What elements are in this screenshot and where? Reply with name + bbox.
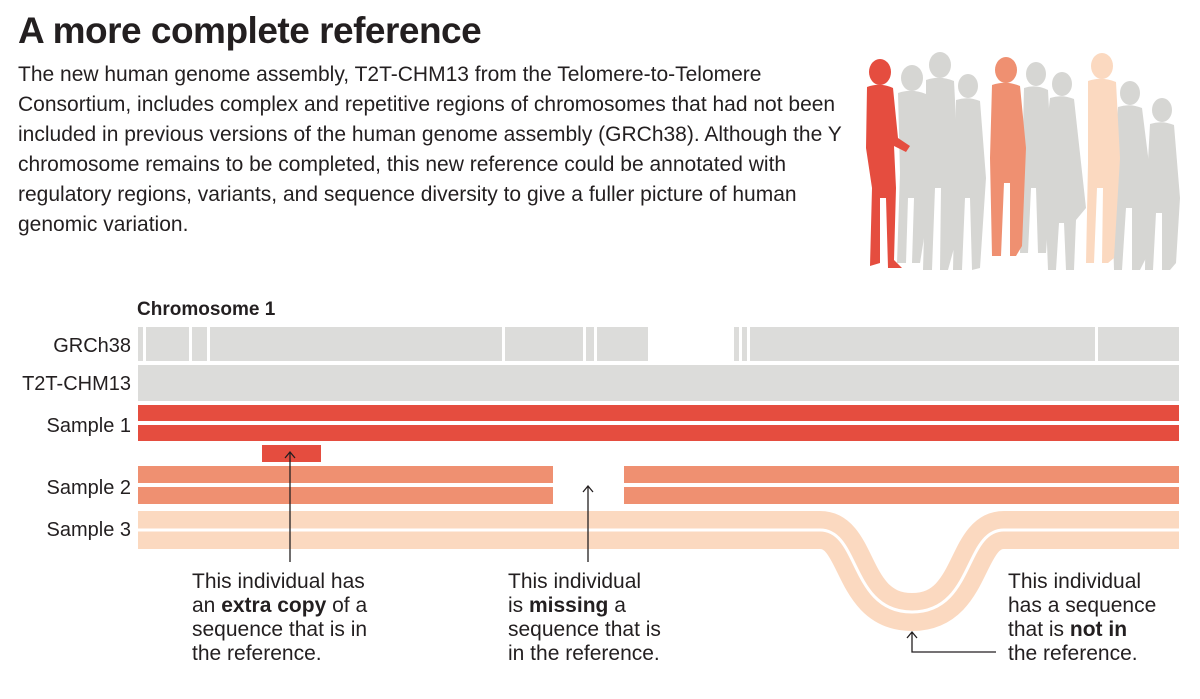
person-silhouette <box>1112 81 1152 270</box>
sample2-strand <box>138 487 553 504</box>
grch38-gap <box>189 327 192 361</box>
sample3-strand-divider <box>138 528 1179 614</box>
page-title: A more complete reference <box>18 10 482 51</box>
sample2-strand <box>624 466 1179 483</box>
grch38-gap <box>502 327 505 361</box>
missing-pointer <box>582 484 594 562</box>
grch38-bar <box>138 327 1179 361</box>
not-in-pointer <box>906 630 996 653</box>
sample1-strand <box>138 405 1179 421</box>
extra-copy-annotation: This individual has an extra copy of a s… <box>192 570 368 665</box>
row-label-sample1: Sample 1 <box>47 415 132 437</box>
person-silhouette <box>1145 98 1180 270</box>
sample2-strand <box>624 487 1179 504</box>
grch38-gap <box>747 327 750 361</box>
row-label-sample3: Sample 3 <box>47 519 132 541</box>
person-silhouette <box>1086 53 1120 264</box>
grch38-gap <box>594 327 597 361</box>
person-silhouette <box>923 52 958 271</box>
person-silhouette <box>866 59 910 269</box>
row-label-t2t: T2T-CHM13 <box>22 373 131 395</box>
sample2-strand <box>138 466 553 483</box>
intro-paragraph: The new human genome assembly, T2T-CHM13… <box>18 63 842 236</box>
background-figures <box>897 52 1180 271</box>
not-in-annotation: This individual has a sequence that is n… <box>1008 570 1157 665</box>
person-silhouette <box>953 74 986 270</box>
grch38-gap <box>207 327 210 361</box>
missing-annotation: This individual is missing a sequence th… <box>508 570 661 665</box>
crowd-of-people-illustration <box>866 52 1180 271</box>
sample1-bar <box>138 405 1179 462</box>
row-label-sample2: Sample 2 <box>47 477 132 499</box>
row-label-grch38: GRCh38 <box>53 335 131 357</box>
sample2-bar <box>138 466 1179 504</box>
extra-copy-pointer <box>284 450 296 562</box>
grch38-gap <box>583 327 586 361</box>
grch38-gap-large <box>648 327 734 361</box>
grch38-gap <box>143 327 146 361</box>
sample1-strand <box>138 425 1179 441</box>
t2t-bar <box>138 365 1179 401</box>
chromosome-label: Chromosome 1 <box>137 299 276 320</box>
person-silhouette <box>1038 72 1086 270</box>
grch38-gap <box>1095 327 1098 361</box>
person-silhouette <box>897 65 930 264</box>
grch38-gap <box>739 327 742 361</box>
person-silhouette <box>990 57 1026 257</box>
